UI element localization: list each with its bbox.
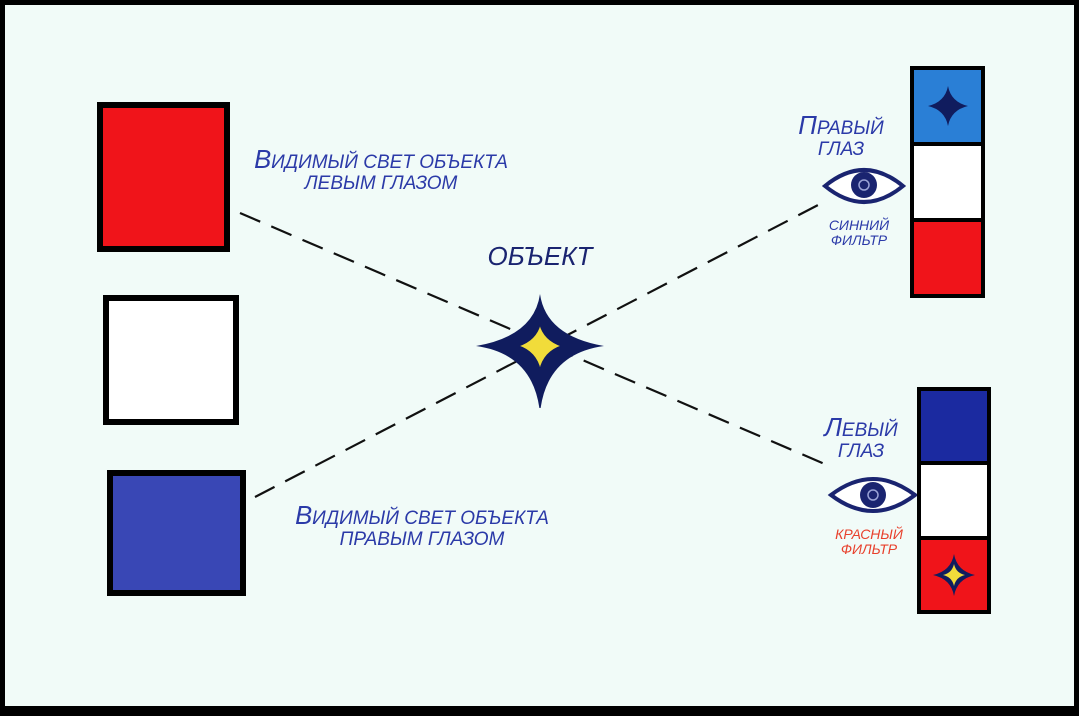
label-left-eye-view: Видимый свет объекта левым глазом (254, 146, 508, 194)
right-eye-filter-label: синний фильтр (828, 217, 890, 248)
right-eye-filter-strip (910, 66, 985, 298)
right-eye-label: Правый глаз (798, 112, 884, 160)
left-strip-red-cell (921, 539, 987, 610)
left-strip-white-cell (921, 465, 987, 536)
white-square (103, 295, 239, 425)
right-eye-icon (821, 168, 907, 204)
right-strip-red-cell (914, 222, 981, 294)
star-icon (927, 86, 968, 126)
blue-square (107, 470, 246, 596)
right-strip-white-cell (914, 146, 981, 218)
left-eye-icon (827, 477, 919, 513)
object-star-icon (476, 294, 604, 408)
right-strip-blue-cell (914, 70, 981, 142)
label-right-eye-view: Видимый свет объекта правым глазом (295, 502, 549, 550)
left-strip-blue-cell (921, 391, 987, 462)
star-icon (933, 553, 975, 596)
left-eye-filter-strip (917, 387, 991, 614)
red-square (97, 102, 230, 252)
object-label: ОБЪЕКТ (487, 241, 593, 271)
left-eye-filter-label: красный фильтр (835, 526, 903, 557)
left-eye-label: Левый глаз (824, 414, 898, 462)
